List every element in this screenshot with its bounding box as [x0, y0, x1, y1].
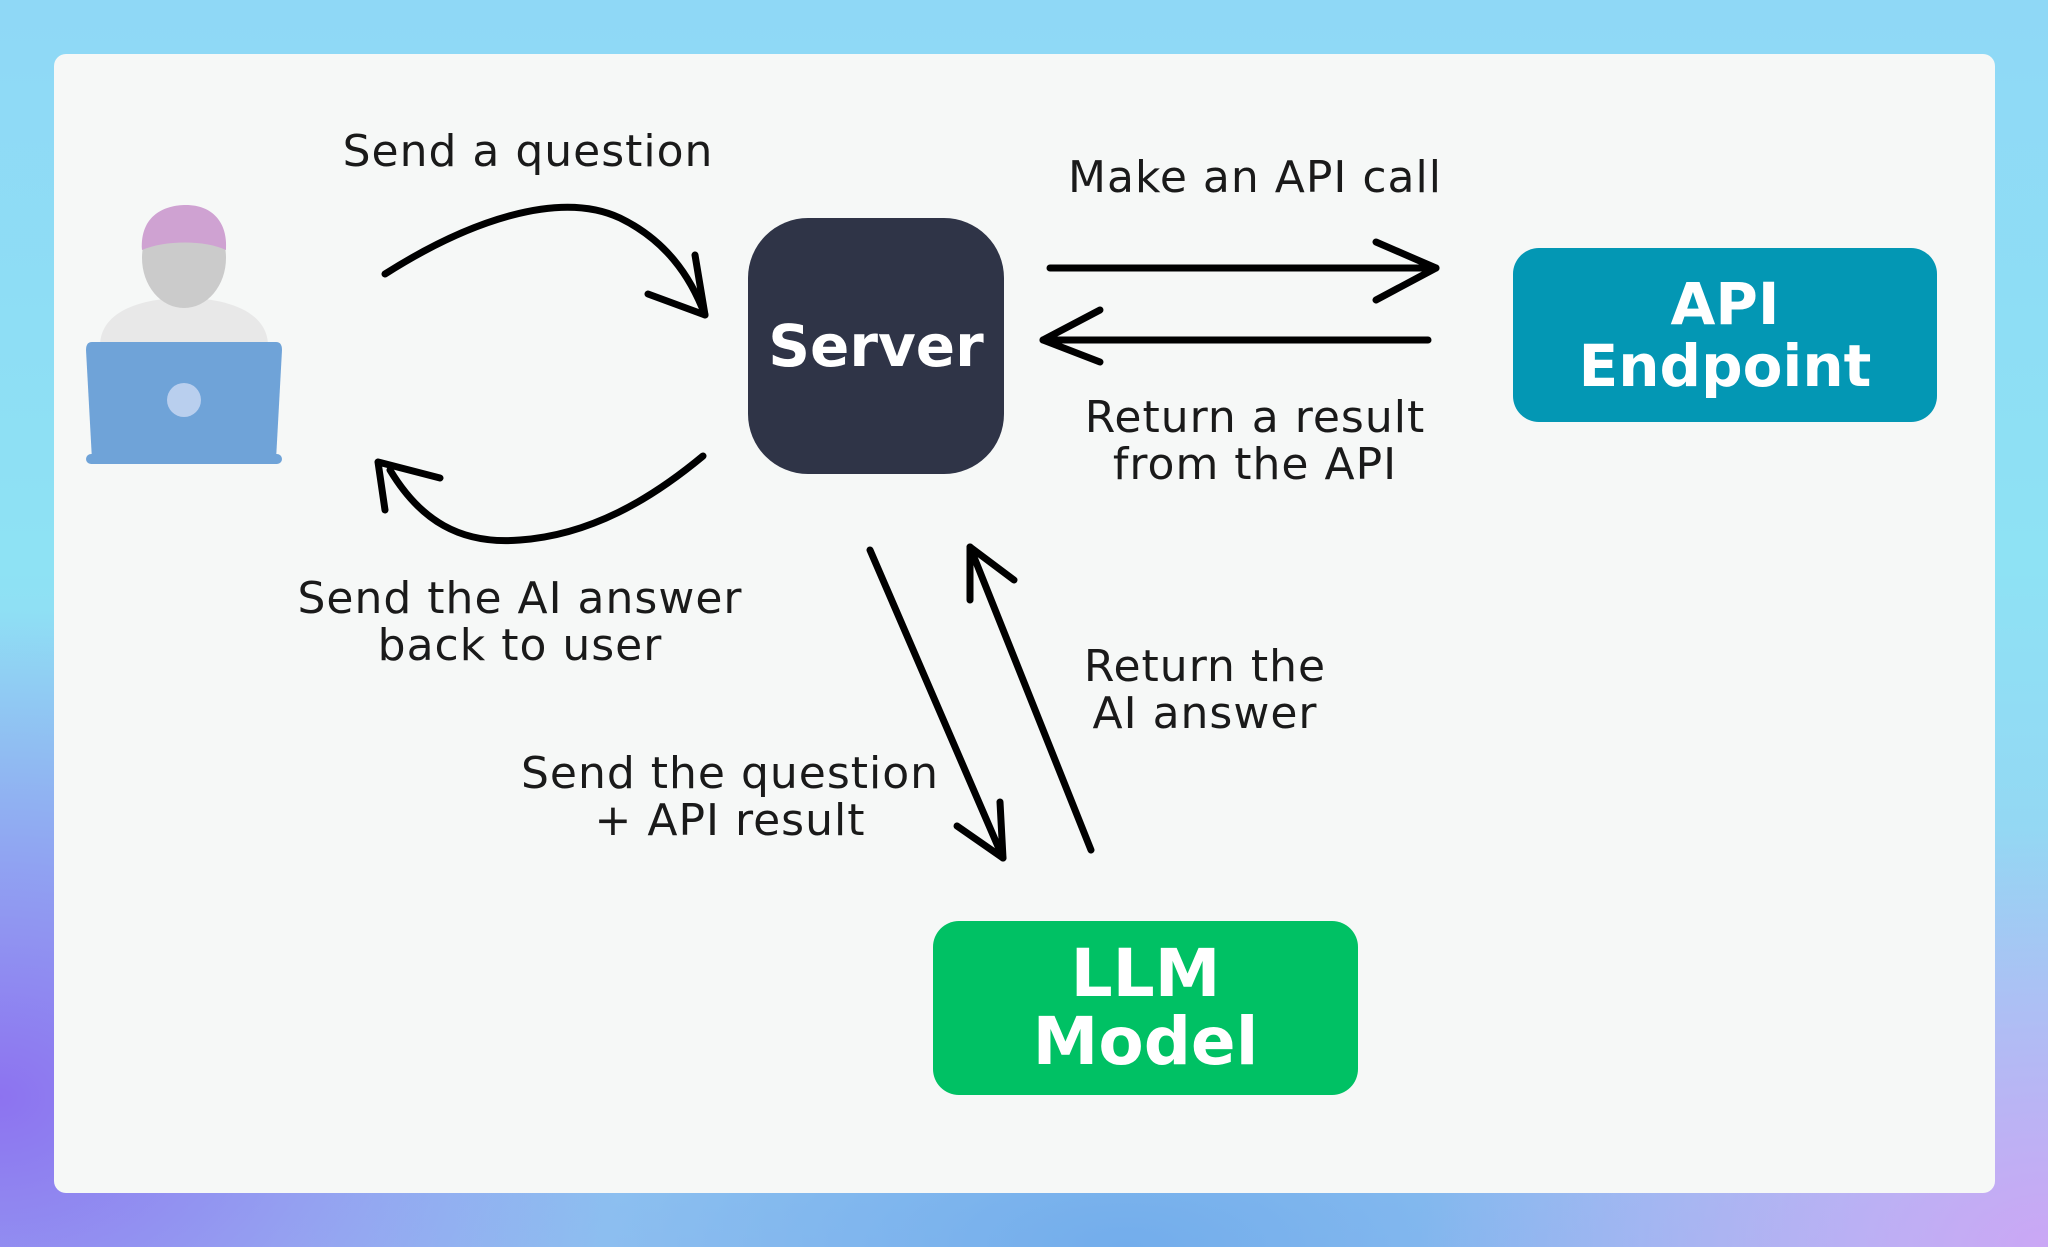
server-label: Server — [768, 312, 984, 380]
arrow-llm-to-server — [966, 543, 1095, 854]
llm-model-label-line1: LLM — [1070, 935, 1221, 1012]
api-endpoint-node: API Endpoint — [1513, 248, 1937, 422]
arrowhead-api-to-server — [1039, 306, 1104, 366]
api-endpoint-label-line2: Endpoint — [1578, 332, 1872, 400]
label-send-answer-back: Send the AI answer back to user — [297, 573, 743, 671]
arrow-server-to-user — [386, 452, 707, 545]
llm-model-node: LLM Model — [933, 921, 1358, 1095]
api-endpoint-label-line1: API — [1670, 270, 1780, 338]
label-return-result: Return a result from the API — [1084, 392, 1426, 490]
user-at-laptop-icon — [86, 205, 282, 464]
arrowhead-server-to-llm — [953, 798, 1007, 862]
arrowhead-server-to-user — [374, 458, 444, 514]
arrowhead-user-to-server — [644, 251, 709, 319]
arrow-user-to-server — [381, 203, 709, 319]
label-return-ai-answer: Return the AI answer — [1083, 641, 1327, 739]
arrowhead-server-to-api — [1372, 238, 1440, 304]
label-send-question: Send a question — [342, 126, 714, 177]
arrowhead-llm-to-server — [966, 543, 1018, 604]
arrow-server-to-llm — [866, 546, 1007, 862]
llm-model-label-line2: Model — [1032, 1003, 1259, 1080]
label-make-api-call: Make an API call — [1068, 152, 1442, 203]
server-node: Server — [748, 218, 1004, 474]
label-send-question-api-result: Send the question + API result — [520, 748, 940, 846]
